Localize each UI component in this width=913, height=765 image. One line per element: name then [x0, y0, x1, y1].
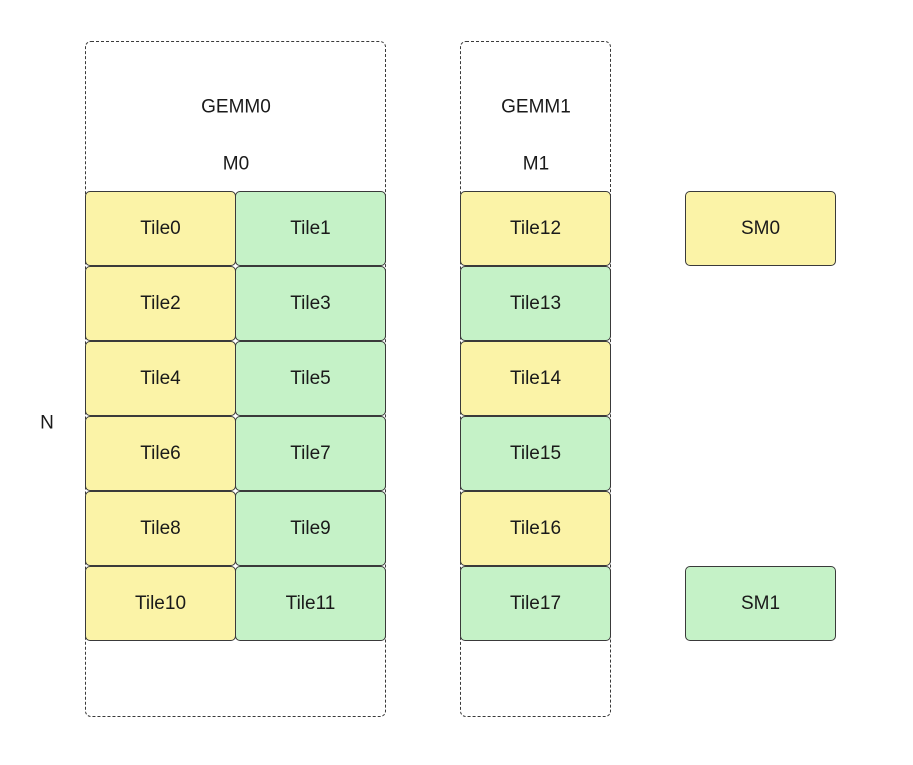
- tile-12: Tile12: [460, 191, 611, 266]
- tile-13: Tile13: [460, 266, 611, 341]
- gemm1-m-label: M1: [522, 153, 550, 175]
- tile-1: Tile1: [235, 191, 386, 266]
- tile-10: Tile10: [85, 566, 236, 641]
- tile-2: Tile2: [85, 266, 236, 341]
- tile-6: Tile6: [85, 416, 236, 491]
- tile-4: Tile4: [85, 341, 236, 416]
- tile-14: Tile14: [460, 341, 611, 416]
- tile-5: Tile5: [235, 341, 386, 416]
- gemm0-m-label: M0: [222, 153, 250, 175]
- tile-17: Tile17: [460, 566, 611, 641]
- tile-8: Tile8: [85, 491, 236, 566]
- gemm1-title: GEMM1: [501, 96, 571, 118]
- tile-15: Tile15: [460, 416, 611, 491]
- tile-11: Tile11: [235, 566, 386, 641]
- n-axis-label: N: [40, 412, 54, 434]
- sm-1: SM1: [685, 566, 836, 641]
- tile-0: Tile0: [85, 191, 236, 266]
- tile-7: Tile7: [235, 416, 386, 491]
- tile-16: Tile16: [460, 491, 611, 566]
- sm-0: SM0: [685, 191, 836, 266]
- gemm0-title: GEMM0: [201, 96, 271, 118]
- tile-3: Tile3: [235, 266, 386, 341]
- tile-9: Tile9: [235, 491, 386, 566]
